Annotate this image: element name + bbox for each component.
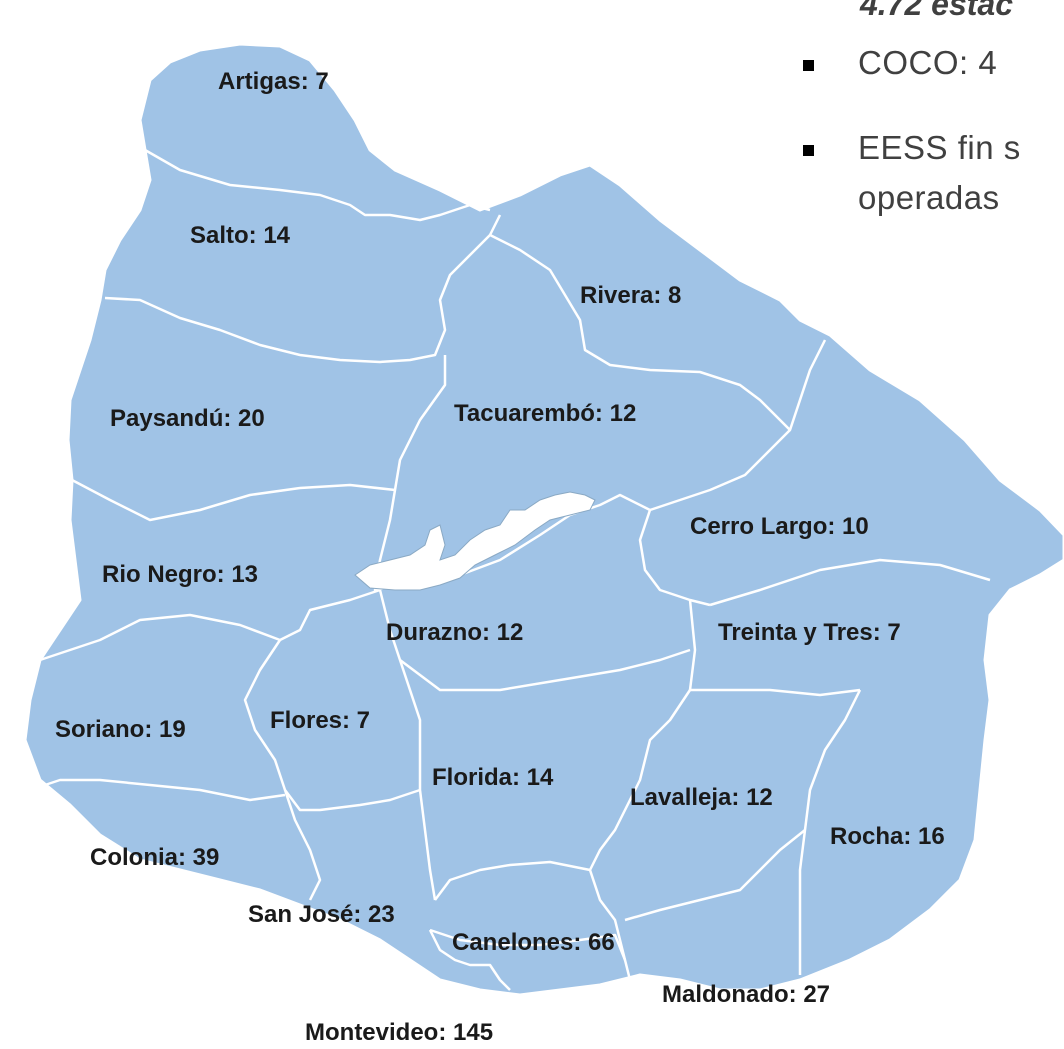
label-treinta-y-tres: Treinta y Tres: 7 (718, 619, 901, 646)
label-rivera: Rivera: 8 (580, 282, 681, 309)
label-colonia: Colonia: 39 (90, 844, 219, 871)
bullet-eess-line2: operadas (858, 179, 1000, 216)
label-salto: Salto: 14 (190, 222, 291, 249)
label-montevideo: Montevideo: 145 (305, 1019, 493, 1046)
label-rio-negro: Rio Negro: 13 (102, 561, 258, 588)
label-flores: Flores: 7 (270, 707, 370, 734)
department-labels: Artigas: 7 Salto: 14 Rivera: 8 Paysandú: 20… (55, 68, 945, 1046)
label-tacuarembo: Tacuarembó: 12 (454, 400, 636, 427)
label-maldonado: Maldonado: 27 (662, 981, 830, 1008)
label-san-jose: San José: 23 (248, 901, 395, 928)
lake-rincon-del-bonete (354, 491, 596, 591)
bullet-marker-icon (803, 145, 814, 156)
bullet-coco: COCO: 4 (858, 44, 998, 81)
department-borders (29, 148, 991, 991)
label-cerro-largo: Cerro Largo: 10 (690, 513, 869, 540)
label-durazno: Durazno: 12 (386, 619, 523, 646)
bullet-marker-icon (803, 60, 814, 71)
label-soriano: Soriano: 19 (55, 716, 186, 743)
label-paysandu: Paysandú: 20 (110, 405, 265, 432)
label-lavalleja: Lavalleja: 12 (630, 784, 773, 811)
header-fragment: 4.72 estac (860, 0, 1014, 22)
label-rocha: Rocha: 16 (830, 823, 945, 850)
bullet-eess-line1: EESS fin s (858, 129, 1021, 166)
label-artigas: Artigas: 7 (218, 68, 329, 95)
label-florida: Florida: 14 (432, 764, 554, 791)
label-canelones: Canelones: 66 (452, 929, 615, 956)
